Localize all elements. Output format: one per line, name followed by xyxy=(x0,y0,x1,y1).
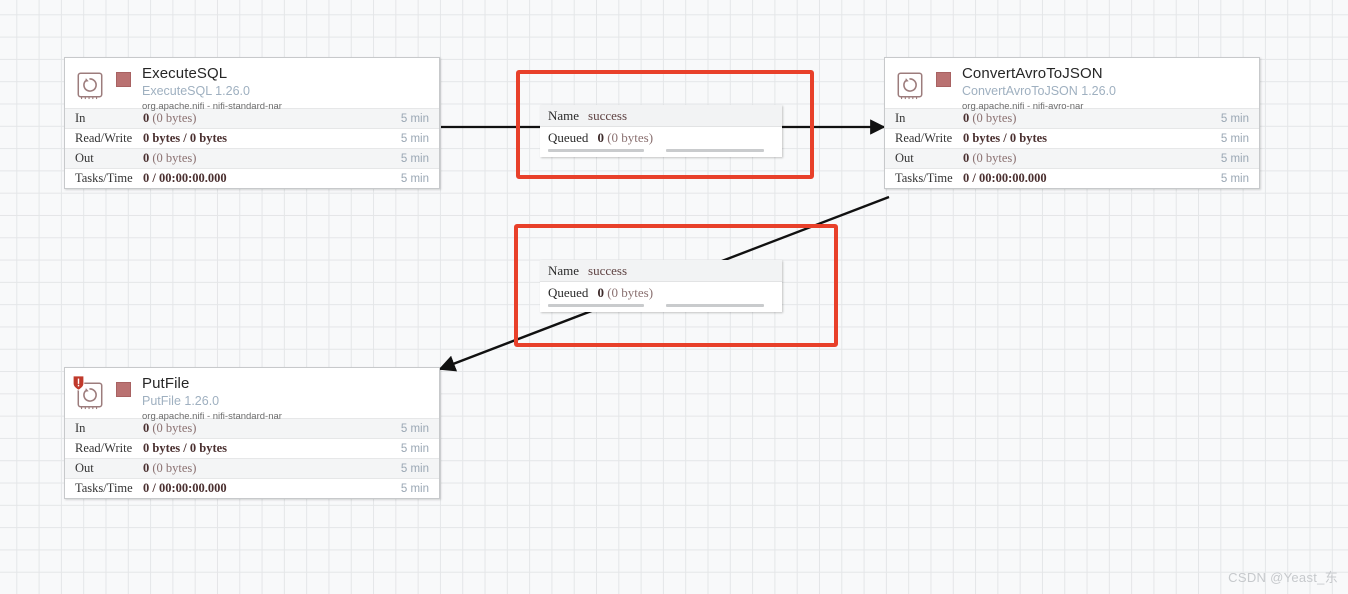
watermark: CSDN @Yeast_东 xyxy=(1228,570,1338,585)
stat-time-in: 5 min xyxy=(400,112,429,125)
stat-row-out: Out 0 (0 bytes) 5 min xyxy=(885,148,1259,168)
stat-label-read-write: Read/Write xyxy=(75,441,133,455)
connection-label-executesql-convertavrotojson[interactable]: Name success Queued 0 (0 bytes) xyxy=(540,105,782,157)
stat-label-in: In xyxy=(75,421,86,435)
stat-label-read-write: Read/Write xyxy=(895,131,953,145)
processor-type-version: PutFile 1.26.0 xyxy=(142,393,220,408)
processor-name: ExecuteSQL xyxy=(142,65,228,82)
connection-name-key: Name xyxy=(548,107,580,123)
queue-size-bar xyxy=(666,149,764,152)
connection-queued-value: 0 (0 bytes) xyxy=(597,285,654,300)
stat-time-out: 5 min xyxy=(400,462,429,475)
processor-convertavrotojson[interactable]: ConvertAvroToJSON ConvertAvroToJSON 1.26… xyxy=(884,57,1260,189)
stat-value-out: 0 (0 bytes) xyxy=(143,461,197,475)
stat-row-read-write: Read/Write 0 bytes / 0 bytes 5 min xyxy=(65,128,439,148)
processor-type-version: ConvertAvroToJSON 1.26.0 xyxy=(962,83,1117,98)
stat-time-out: 5 min xyxy=(1220,152,1249,165)
stat-label-in: In xyxy=(895,111,906,125)
stat-value-read-write: 0 bytes / 0 bytes xyxy=(963,131,1048,145)
connection-name-row: Name success xyxy=(540,260,782,282)
processor-header: ConvertAvroToJSON ConvertAvroToJSON 1.26… xyxy=(885,58,1259,111)
processor-name-block: PutFile PutFile 1.26.0 org.apache.nifi -… xyxy=(142,376,431,422)
processor-chip-icon xyxy=(77,382,103,410)
stat-row-tasks-time: Tasks/Time 0 / 00:00:00.000 5 min xyxy=(65,168,439,188)
stat-time-out: 5 min xyxy=(400,152,429,165)
status-indicator-stopped xyxy=(116,382,131,397)
stat-value-out: 0 (0 bytes) xyxy=(143,151,197,165)
stat-label-out: Out xyxy=(75,461,94,475)
stat-time-read-write: 5 min xyxy=(400,132,429,145)
stat-label-tasks-time: Tasks/Time xyxy=(75,171,133,185)
stat-time-in: 5 min xyxy=(1220,112,1249,125)
stat-time-read-write: 5 min xyxy=(1220,132,1249,145)
connection-label-convertavrotojson-putfile[interactable]: Name success Queued 0 (0 bytes) xyxy=(540,260,782,312)
stat-label-read-write: Read/Write xyxy=(75,131,133,145)
connection-queued-key: Queued xyxy=(548,285,589,300)
connection-queued-row: Queued 0 (0 bytes) xyxy=(540,282,782,304)
stat-label-out: Out xyxy=(75,151,94,165)
processor-name: PutFile xyxy=(142,375,190,392)
stat-row-in: In 0 (0 bytes) 5 min xyxy=(65,108,439,128)
connection-name-value: success xyxy=(588,107,628,123)
stat-value-read-write: 0 bytes / 0 bytes xyxy=(143,131,228,145)
connection-progress-bars xyxy=(540,304,782,312)
stat-label-out: Out xyxy=(895,151,914,165)
processor-icon-wrap xyxy=(72,375,109,414)
stat-time-tasks-time: 5 min xyxy=(400,482,429,495)
processor-name: ConvertAvroToJSON xyxy=(962,65,1103,82)
stat-value-tasks-time: 0 / 00:00:00.000 xyxy=(143,481,227,495)
connection-name-key: Name xyxy=(548,262,580,278)
processor-executesql[interactable]: ExecuteSQL ExecuteSQL 1.26.0 org.apache.… xyxy=(64,57,440,189)
processor-bundle: org.apache.nifi - nifi-avro-nar xyxy=(962,100,1084,112)
stat-value-in: 0 (0 bytes) xyxy=(963,111,1017,125)
connection-queued-key: Queued xyxy=(548,130,589,145)
stat-time-in: 5 min xyxy=(400,422,429,435)
processor-icon-wrap xyxy=(893,68,929,104)
queue-count-bar xyxy=(548,149,644,152)
stat-row-tasks-time: Tasks/Time 0 / 00:00:00.000 5 min xyxy=(65,478,439,498)
stat-row-tasks-time: Tasks/Time 0 / 00:00:00.000 5 min xyxy=(885,168,1259,188)
processor-type-version: ExecuteSQL 1.26.0 xyxy=(142,83,250,98)
stat-row-read-write: Read/Write 0 bytes / 0 bytes 5 min xyxy=(885,128,1259,148)
stat-label-tasks-time: Tasks/Time xyxy=(75,481,133,495)
stat-value-tasks-time: 0 / 00:00:00.000 xyxy=(963,171,1047,185)
processor-header: ExecuteSQL ExecuteSQL 1.26.0 org.apache.… xyxy=(65,58,439,111)
processor-bundle: org.apache.nifi - nifi-standard-nar xyxy=(142,410,282,422)
status-indicator-stopped xyxy=(116,72,131,87)
processor-chip-icon xyxy=(77,72,103,100)
stat-value-in: 0 (0 bytes) xyxy=(143,111,197,125)
stat-row-read-write: Read/Write 0 bytes / 0 bytes 5 min xyxy=(65,438,439,458)
stat-value-out: 0 (0 bytes) xyxy=(963,151,1017,165)
status-indicator-stopped xyxy=(936,72,951,87)
stat-row-out: Out 0 (0 bytes) 5 min xyxy=(65,148,439,168)
stat-row-in: In 0 (0 bytes) 5 min xyxy=(885,108,1259,128)
processor-header: PutFile PutFile 1.26.0 org.apache.nifi -… xyxy=(65,368,439,421)
connection-queued-value: 0 (0 bytes) xyxy=(597,130,654,145)
stat-value-in: 0 (0 bytes) xyxy=(143,421,197,435)
processor-bundle: org.apache.nifi - nifi-standard-nar xyxy=(142,100,282,112)
stat-row-in: In 0 (0 bytes) 5 min xyxy=(65,418,439,438)
processor-icon-wrap xyxy=(73,68,109,104)
stat-label-in: In xyxy=(75,111,86,125)
warning-shield-icon[interactable] xyxy=(72,375,85,391)
processor-name-block: ExecuteSQL ExecuteSQL 1.26.0 org.apache.… xyxy=(142,66,431,112)
stat-value-read-write: 0 bytes / 0 bytes xyxy=(143,441,228,455)
connection-name-row: Name success xyxy=(540,105,782,127)
stat-time-tasks-time: 5 min xyxy=(400,172,429,185)
connection-name-value: success xyxy=(588,262,628,278)
queue-size-bar xyxy=(666,304,764,307)
stat-label-tasks-time: Tasks/Time xyxy=(895,171,953,185)
queue-count-bar xyxy=(548,304,644,307)
connection-progress-bars xyxy=(540,149,782,157)
processor-putfile[interactable]: PutFile PutFile 1.26.0 org.apache.nifi -… xyxy=(64,367,440,499)
processor-name-block: ConvertAvroToJSON ConvertAvroToJSON 1.26… xyxy=(962,66,1251,112)
connection-queued-row: Queued 0 (0 bytes) xyxy=(540,127,782,149)
processor-chip-icon xyxy=(897,72,923,100)
stat-value-tasks-time: 0 / 00:00:00.000 xyxy=(143,171,227,185)
stat-time-tasks-time: 5 min xyxy=(1220,172,1249,185)
stat-time-read-write: 5 min xyxy=(400,442,429,455)
stat-row-out: Out 0 (0 bytes) 5 min xyxy=(65,458,439,478)
